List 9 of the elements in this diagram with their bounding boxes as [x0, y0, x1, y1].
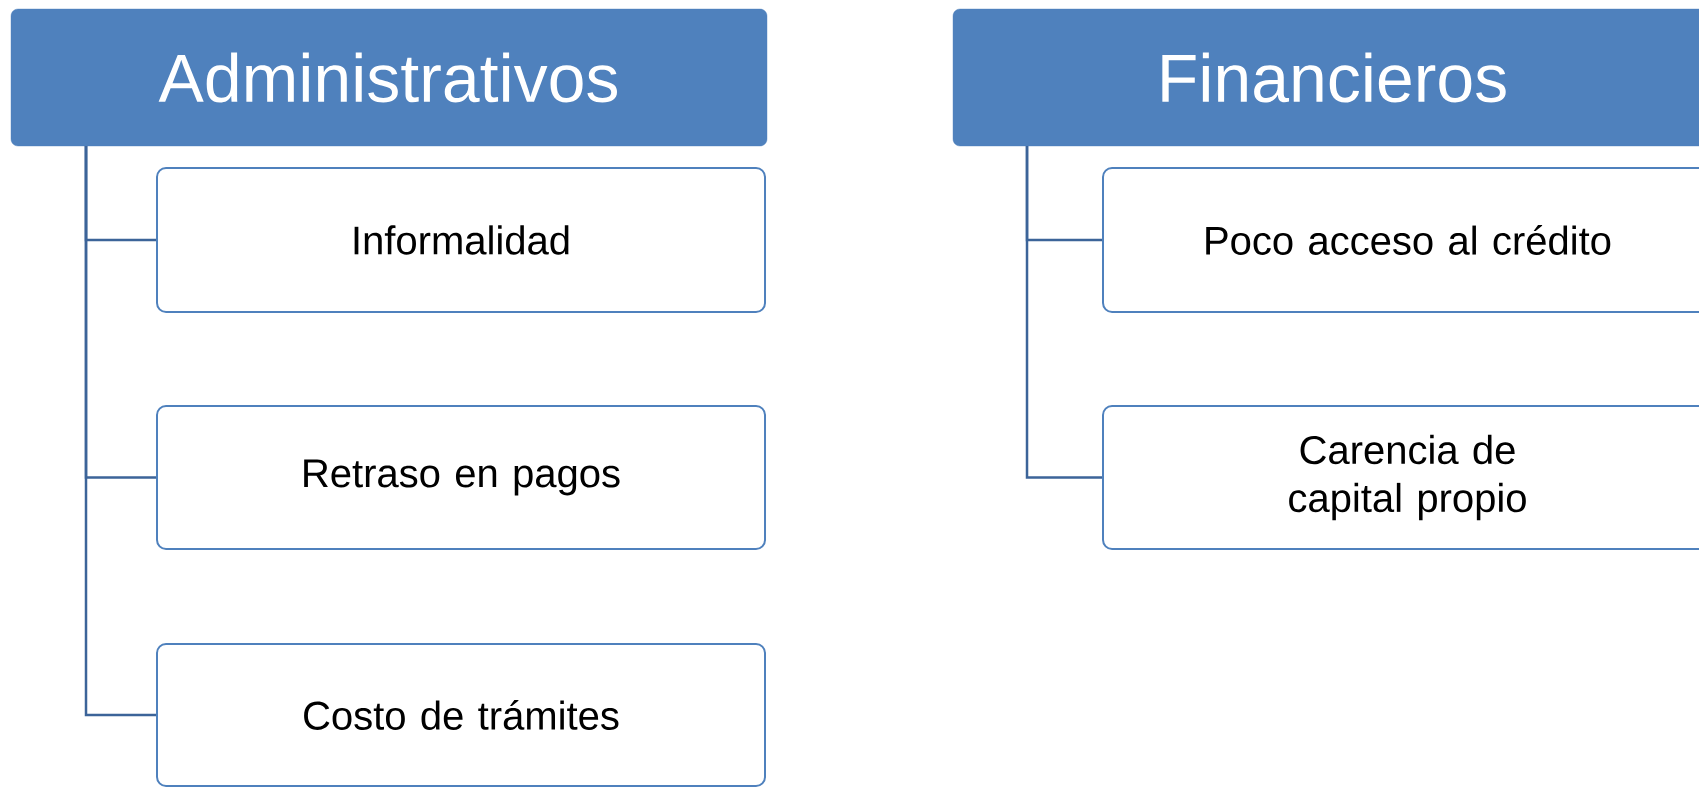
item-box: Informalidad: [156, 167, 766, 313]
connector-line: [84, 146, 156, 717]
item-box: Carencia de capital propio: [1102, 405, 1699, 550]
header-box: Financieros: [952, 8, 1699, 147]
item-box: Retraso en pagos: [156, 405, 766, 550]
connector-line: [1025, 146, 1102, 479]
header-box: Administrativos: [10, 8, 768, 147]
item-box: Poco acceso al crédito: [1102, 167, 1699, 313]
item-box: Costo de trámites: [156, 643, 766, 787]
